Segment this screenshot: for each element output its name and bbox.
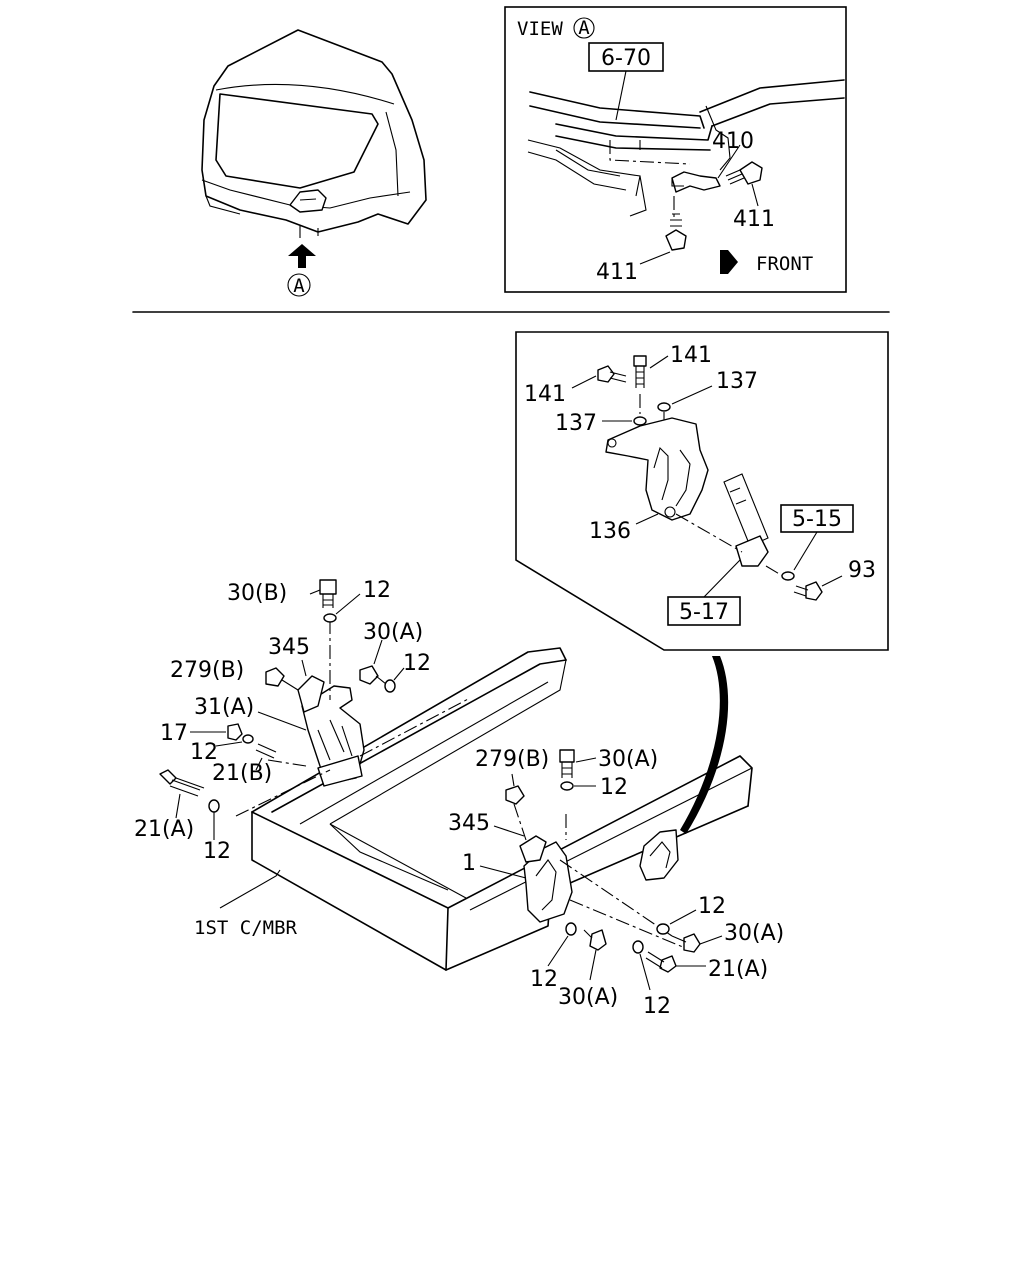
callout-17: 17 — [160, 721, 188, 746]
callout-345-left: 345 — [268, 635, 310, 660]
callout-12-b: 12 — [403, 651, 431, 676]
ref-6-70: 6-70 — [601, 46, 651, 71]
callout-411-right: 411 — [733, 207, 775, 232]
cross-member-assembly: 1ST C/MBR 30(B) 12 345 30(A) 12 279(B) 3… — [134, 578, 784, 1019]
callout-141-left: 141 — [524, 382, 566, 407]
callout-279b-right: 279(B) — [475, 747, 549, 772]
front-label: FRONT — [756, 253, 813, 275]
callout-12-e: 12 — [600, 775, 628, 800]
callout-93: 93 — [848, 558, 876, 583]
callout-30a-3: 30(A) — [558, 985, 618, 1010]
truck-cab-illustration: A — [201, 29, 427, 297]
callout-12-c: 12 — [190, 740, 218, 765]
callout-12-a: 12 — [363, 578, 391, 603]
callout-30a-4: 30(A) — [724, 921, 784, 946]
front-arrow-icon — [720, 250, 738, 274]
callout-12-f: 12 — [530, 967, 558, 992]
ref-5-17: 5-17 — [679, 600, 729, 625]
callout-136: 136 — [589, 519, 631, 544]
callout-345-right: 345 — [448, 811, 490, 836]
callout-21b: 21(B) — [212, 761, 272, 786]
view-marker-circle — [287, 273, 311, 297]
callout-30a-2: 30(A) — [598, 747, 658, 772]
callout-137-right: 137 — [716, 369, 758, 394]
callout-411-bottom: 411 — [596, 260, 638, 285]
callout-30b: 30(B) — [227, 581, 287, 606]
member-label: 1ST C/MBR — [194, 917, 298, 939]
bracket-detail-inset: 141 141 137 137 136 5-15 9 — [515, 331, 889, 651]
ref-5-15: 5-15 — [792, 507, 842, 532]
callout-12-d: 12 — [203, 839, 231, 864]
callout-279b-left: 279(B) — [170, 658, 244, 683]
detail-pointer-arrow — [680, 656, 729, 834]
callout-21a-left: 21(A) — [134, 817, 194, 842]
callout-137-left: 137 — [555, 411, 597, 436]
callout-12-h: 12 — [643, 994, 671, 1019]
callout-410: 410 — [712, 129, 754, 154]
view-marker: A — [293, 275, 305, 297]
callout-141-top: 141 — [670, 343, 712, 368]
callout-31a: 31(A) — [194, 695, 254, 720]
callout-12-g: 12 — [698, 894, 726, 919]
view-label: VIEW — [517, 18, 563, 40]
ref-box-5-17 — [667, 596, 741, 626]
callout-1: 1 — [462, 851, 476, 876]
view-direction-arrow — [288, 244, 316, 268]
view-label-letter: A — [578, 17, 590, 39]
callout-21a-right: 21(A) — [708, 957, 768, 982]
view-a-inset: VIEW A 6-70 410 411 411 — [504, 6, 847, 293]
callout-30a-1: 30(A) — [363, 620, 423, 645]
